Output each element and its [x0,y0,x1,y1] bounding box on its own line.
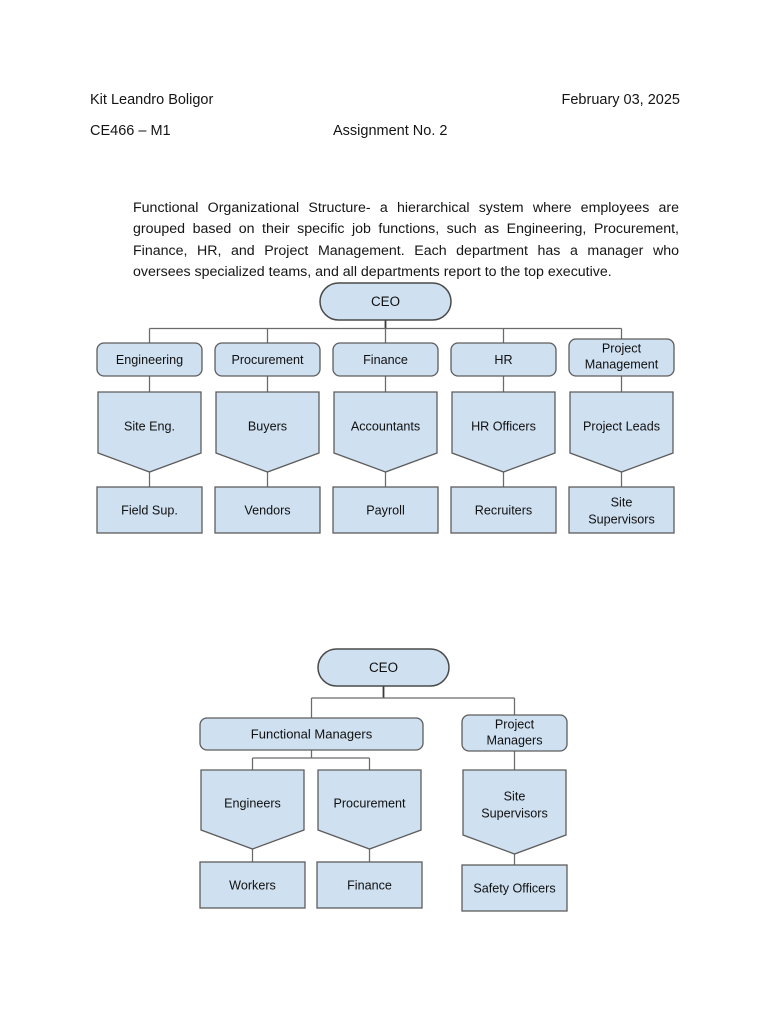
node-ceo-matrix[interactable]: CEO [317,648,450,687]
node-shape [461,714,568,752]
node-safety-officers[interactable]: Safety Officers [461,864,568,912]
connector-group-functional-children [251,750,371,770]
node-label: Finance [347,878,392,892]
node-functional-managers[interactable]: Functional Managers [199,717,424,751]
node-workers[interactable]: Workers [199,861,306,909]
node-procurement-matrix[interactable]: Procurement [317,769,422,850]
connector-group-level3 [251,849,516,865]
node-ceo-label: CEO [371,294,400,309]
node-level1-finance[interactable]: Finance [332,342,439,377]
node-level2-buyers[interactable]: Buyers [215,391,320,473]
node-label: HR [494,353,512,367]
node-level3-payroll[interactable]: Payroll [332,486,439,534]
node-level1-engineering[interactable]: Engineering [96,342,203,377]
assignment-title: Assignment No. 2 [333,123,448,139]
node-level3-vendors[interactable]: Vendors [214,486,321,534]
node-shape [569,391,674,473]
node-shape [332,342,439,377]
node-shape [215,391,320,473]
node-level2-accountants[interactable]: Accountants [333,391,438,473]
header-row-course-assignment: CE466 – M1 Assignment No. 2 [90,121,680,152]
node-label: Accountants [351,419,420,433]
node-shape [96,342,203,377]
node-shape [450,486,557,534]
node-shape [451,391,556,473]
node-label: Finance [363,353,408,367]
node-label: Procurement [231,353,304,367]
node-label: HR Officers [471,419,536,433]
node-shape [461,864,568,912]
node-label-line1: Site [611,495,633,509]
connector-group-root [310,686,516,718]
node-shape [97,391,202,473]
document-header: Kit Leandro Boligor February 03, 2025 CE… [90,90,680,152]
node-level2-project-leads[interactable]: Project Leads [569,391,674,473]
node-shape [199,717,424,751]
node-ceo-shape [317,648,450,687]
node-label: Payroll [366,503,405,517]
node-label: Functional Managers [251,726,373,741]
node-level3-site-supervisors[interactable]: Site Supervisors [568,486,675,534]
intro-paragraph: Functional Organizational Structure- a h… [133,200,679,280]
connector-group-level1 [148,320,623,343]
node-label: Vendors [244,503,290,517]
node-project-managers[interactable]: Project Managers [461,714,568,752]
node-shape [200,769,305,850]
node-label-line1: Project [495,717,535,731]
node-ceo-label: CEO [369,660,398,675]
node-ceo-shape [319,282,452,321]
node-label: Procurement [333,796,406,810]
functional-structure-diagram: CEO Engineering Procurement Finance HR P… [0,276,768,546]
node-level1-project-management[interactable]: Project Management [568,338,675,377]
node-level2-hr-officers[interactable]: HR Officers [451,391,556,473]
header-row-author-date: Kit Leandro Boligor February 03, 2025 [90,90,680,121]
node-label-line2: Supervisors [481,806,548,820]
node-label: Engineers [224,796,281,810]
matrix-structure-diagram: CEO Functional Managers Project Managers… [0,642,768,917]
node-label-line2: Managers [486,733,542,747]
node-label: Buyers [248,419,287,433]
node-shape [568,486,675,534]
node-label: Safety Officers [473,881,555,895]
node-shape [316,861,423,909]
node-site-supervisors-matrix[interactable]: Site Supervisors [462,769,567,855]
node-shape [462,769,567,855]
node-shape [199,861,306,909]
document-date: February 03, 2025 [561,92,681,108]
course-code: CE466 – M1 [90,123,171,139]
node-label-line2: Management [585,357,659,371]
node-shape [332,486,439,534]
node-level2-site-eng[interactable]: Site Eng. [97,391,202,473]
node-label: Recruiters [475,503,532,517]
node-shape [317,769,422,850]
node-ceo-functional[interactable]: CEO [319,282,452,321]
node-shape [214,342,321,377]
connector-group-level2 [148,376,623,392]
node-label: Project Leads [583,419,660,433]
node-label: Site Eng. [124,419,175,433]
node-shape [568,338,675,377]
node-label: Engineering [116,353,183,367]
node-label-line1: Site [504,789,526,803]
node-shape [450,342,557,377]
node-label: Field Sup. [121,503,178,517]
node-label-line2: Supervisors [588,512,655,526]
connector-group-level3 [148,472,623,487]
node-level3-field-sup[interactable]: Field Sup. [96,486,203,534]
node-level3-recruiters[interactable]: Recruiters [450,486,557,534]
author-name: Kit Leandro Boligor [90,92,214,108]
node-shape [214,486,321,534]
node-shape [96,486,203,534]
node-label-line1: Project [602,341,642,355]
node-level1-hr[interactable]: HR [450,342,557,377]
node-level1-procurement[interactable]: Procurement [214,342,321,377]
node-finance-matrix[interactable]: Finance [316,861,423,909]
node-shape [333,391,438,473]
node-engineers[interactable]: Engineers [200,769,305,850]
node-label: Workers [229,878,276,892]
